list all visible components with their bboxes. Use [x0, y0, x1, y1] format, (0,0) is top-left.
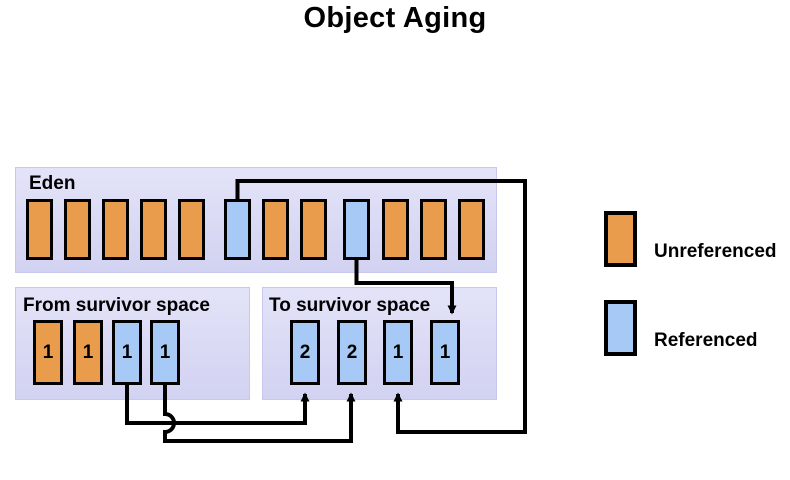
eden-block[interactable]: [458, 199, 485, 260]
eden-label: Eden: [29, 173, 76, 194]
eden-block[interactable]: [262, 199, 289, 260]
eden-block[interactable]: [300, 199, 327, 260]
eden-block[interactable]: [224, 199, 251, 260]
eden-block[interactable]: [64, 199, 91, 260]
eden-block[interactable]: [26, 199, 53, 260]
legend-swatch-unreferenced: [604, 211, 637, 267]
eden-block[interactable]: [382, 199, 409, 260]
to-survivor-space-label: To survivor space: [269, 295, 431, 316]
eden-block[interactable]: [420, 199, 447, 260]
legend-swatch-referenced: [604, 300, 637, 356]
legend-label-referenced: Referenced: [654, 330, 758, 351]
to-survivor-block[interactable]: 1: [383, 320, 413, 385]
eden-block[interactable]: [178, 199, 205, 260]
eden-block[interactable]: [102, 199, 129, 260]
page-title: Object Aging: [303, 2, 487, 34]
to-survivor-block[interactable]: 2: [290, 320, 320, 385]
eden-block[interactable]: [343, 199, 370, 260]
from-survivor-block[interactable]: 1: [112, 320, 142, 385]
legend-label-unreferenced: Unreferenced: [654, 241, 777, 262]
to-survivor-block[interactable]: 1: [430, 320, 460, 385]
from-survivor-block[interactable]: 1: [33, 320, 63, 385]
from-survivor-space-label: From survivor space: [23, 295, 210, 316]
to-survivor-block[interactable]: 2: [337, 320, 367, 385]
eden-block[interactable]: [140, 199, 167, 260]
from-survivor-block[interactable]: 1: [73, 320, 103, 385]
from-survivor-block[interactable]: 1: [150, 320, 180, 385]
